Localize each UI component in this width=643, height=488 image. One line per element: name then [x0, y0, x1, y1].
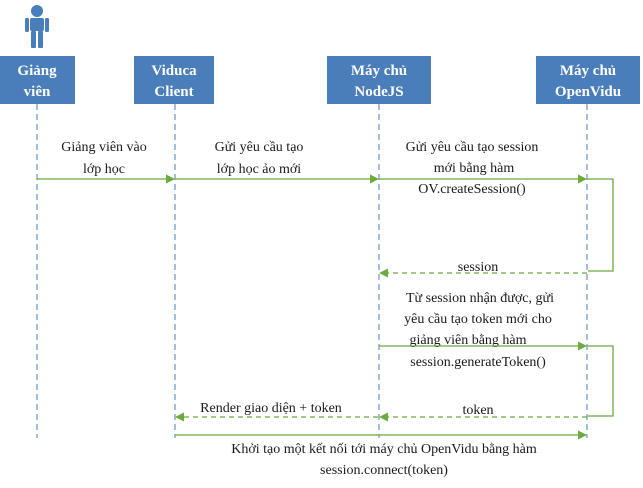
- message-connect: Khởi tạo một kết nối tới máy chủ OpenVid…: [175, 430, 587, 478]
- svg-text:token: token: [462, 403, 493, 418]
- svg-text:yêu cầu tạo token mới cho: yêu cầu tạo token mới cho: [404, 312, 552, 327]
- svg-text:session.generateToken(): session.generateToken(): [410, 355, 546, 370]
- svg-text:Client: Client: [154, 84, 193, 100]
- message-create-session: Gửi yêu cầu tạo session mới bằng hàm OV.…: [379, 140, 587, 197]
- svg-text:Render giao diện + token: Render giao diện + token: [200, 401, 342, 416]
- svg-text:lớp học ảo mới: lớp học ảo mới: [217, 162, 302, 177]
- svg-text:Gửi yêu cầu tạo session: Gửi yêu cầu tạo session: [406, 140, 539, 155]
- svg-text:Giảng viên vào: Giảng viên vào: [61, 140, 147, 155]
- svg-text:Viduca: Viduca: [151, 63, 197, 79]
- message-render-return: Render giao diện + token: [175, 401, 378, 422]
- openvidu-process-bracket-1: [587, 178, 614, 272]
- svg-text:lớp học: lớp học: [83, 162, 125, 177]
- svg-text:Giảng: Giảng: [17, 63, 57, 79]
- svg-text:Máy chủ: Máy chủ: [560, 63, 616, 79]
- participant-giang-vien: Giảng viên: [0, 56, 75, 104]
- svg-text:OpenVidu: OpenVidu: [555, 84, 621, 100]
- svg-text:session: session: [458, 260, 498, 275]
- svg-text:mới bằng hàm: mới bằng hàm: [434, 161, 515, 176]
- message-create-room: Gửi yêu cầu tạo lớp học ảo mới: [175, 140, 379, 184]
- svg-text:OV.createSession(): OV.createSession(): [418, 182, 526, 197]
- svg-text:session.connect(token): session.connect(token): [320, 463, 448, 478]
- svg-text:Máy chủ: Máy chủ: [351, 63, 407, 79]
- participant-openvidu-server: Máy chủ OpenVidu: [536, 56, 640, 104]
- svg-text:giảng viên bằng hàm: giảng viên bằng hàm: [409, 333, 526, 348]
- svg-text:viên: viên: [24, 84, 51, 100]
- svg-text:Khởi tạo một kết nối tới máy c: Khởi tạo một kết nối tới máy chủ OpenVid…: [231, 442, 537, 457]
- participant-viduca-client: Viduca Client: [134, 56, 214, 104]
- participant-nodejs-server: Máy chủ NodeJS: [327, 56, 431, 104]
- message-token-return: token: [379, 403, 587, 422]
- message-join-class: Giảng viên vào lớp học: [37, 140, 175, 184]
- person-icon: [25, 5, 49, 48]
- svg-text:Từ session nhận được, gửi: Từ session nhận được, gửi: [406, 291, 554, 306]
- openvidu-process-bracket-2: [587, 345, 614, 417]
- message-generate-token: Từ session nhận được, gửi yêu cầu tạo to…: [379, 291, 587, 370]
- svg-text:NodeJS: NodeJS: [354, 84, 403, 100]
- message-session-return: session: [379, 260, 587, 278]
- svg-text:Gửi yêu cầu tạo: Gửi yêu cầu tạo: [215, 140, 304, 155]
